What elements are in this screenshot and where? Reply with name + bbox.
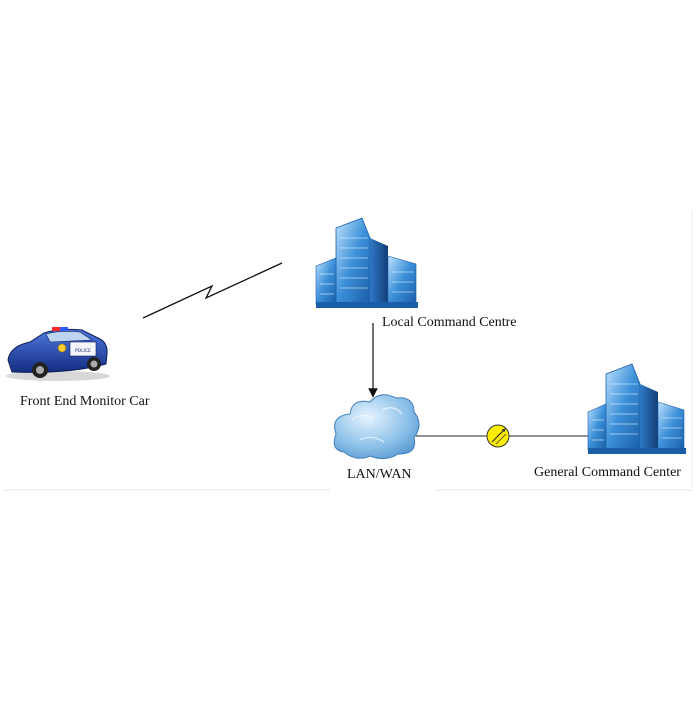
- office-building-icon: [587, 363, 686, 454]
- link-connector-icon: [486, 424, 510, 448]
- police-car-icon: POLICE: [6, 327, 110, 381]
- office-building-icon: [315, 217, 418, 308]
- local-command-label: Local Command Centre: [382, 315, 517, 330]
- car-badge-text: POLICE: [75, 348, 91, 354]
- general-command-label: General Command Center: [534, 465, 681, 480]
- cloud-icon: [333, 394, 420, 460]
- car-label: Front End Monitor Car: [20, 394, 150, 409]
- wireless-link: [142, 262, 283, 319]
- network-label: LAN/WAN: [347, 467, 412, 482]
